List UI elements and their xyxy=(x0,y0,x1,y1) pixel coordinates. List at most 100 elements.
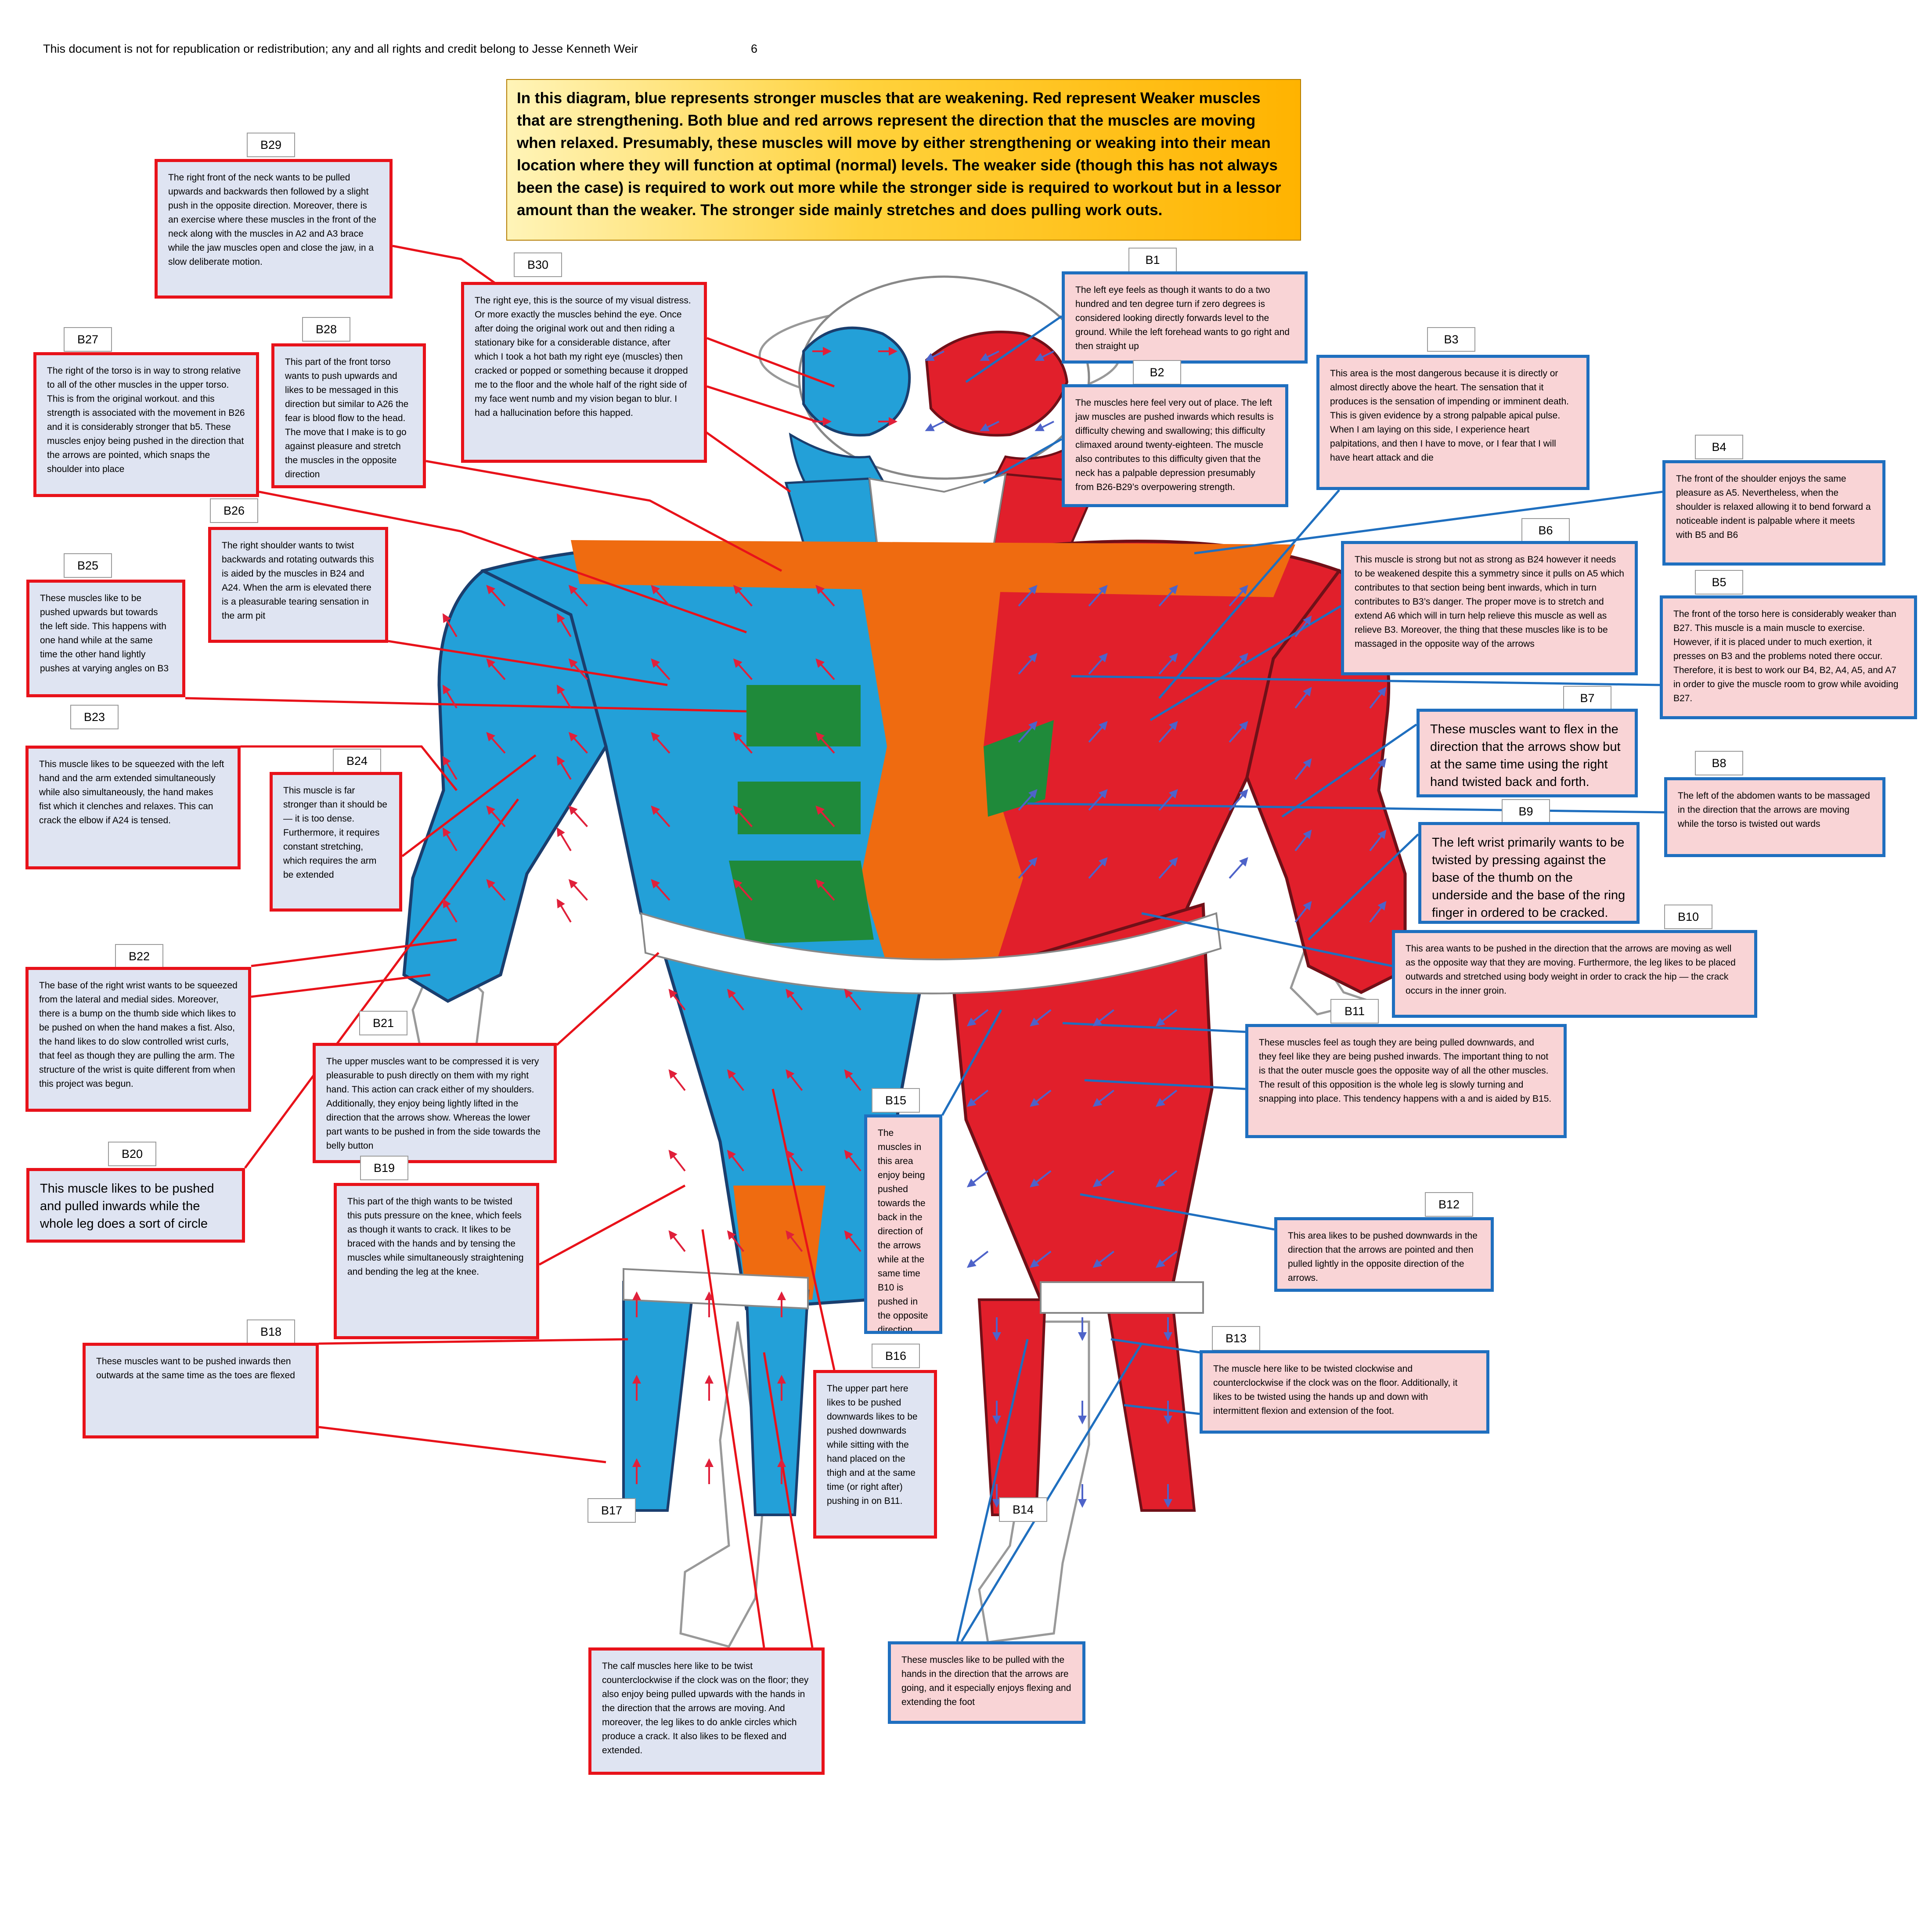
arrow-red-side-torso-11 xyxy=(1229,721,1248,743)
right-arm xyxy=(402,569,608,1003)
arrow-right-thigh-2 xyxy=(786,988,803,1011)
arrow-right-arm-7 xyxy=(556,827,572,851)
arrow-blue-side-torso-2 xyxy=(651,585,670,607)
tag-b27: B27 xyxy=(64,327,112,352)
arrow-blue-side-torso-20 xyxy=(486,879,506,901)
tag-b30: B30 xyxy=(514,252,562,277)
label-b11: These muscles feel as tough they are bei… xyxy=(1245,1024,1567,1138)
label-b29: The right front of the neck wants to be … xyxy=(155,159,393,299)
leader-line-b30-2 xyxy=(706,385,817,423)
arrow-right-thigh-1 xyxy=(727,988,744,1011)
arrow-red-side-torso-10 xyxy=(1158,721,1178,743)
leader-line-b3-34 xyxy=(1158,489,1340,699)
label-b4: The front of the shoulder enjoys the sam… xyxy=(1662,460,1885,566)
arrow-left-thigh-6 xyxy=(1092,1089,1114,1107)
arrow-right-thigh-15 xyxy=(844,1230,861,1252)
arrow-blue-side-torso-4 xyxy=(815,585,835,607)
arrow-blue-side-torso-5 xyxy=(486,658,506,680)
arrow-right-thigh-13 xyxy=(727,1230,744,1252)
arrow-red-side-torso-13 xyxy=(1088,789,1108,811)
label-b23: This muscle likes to be squeezed with th… xyxy=(25,746,241,869)
tag-b24: B24 xyxy=(333,749,381,773)
page-number: 6 xyxy=(751,42,758,55)
arrow-blue-side-torso-14 xyxy=(815,732,835,754)
arrow-left-thigh-11 xyxy=(1155,1170,1178,1188)
arrow-left-arm-3 xyxy=(1369,687,1387,709)
tag-b14: B14 xyxy=(999,1497,1047,1522)
tag-b10: B10 xyxy=(1664,905,1712,929)
arrow-left-thigh-15 xyxy=(1155,1251,1178,1268)
arrow-left-arm-7 xyxy=(1369,829,1387,851)
arrow-red-side-torso-0 xyxy=(1018,585,1038,607)
label-b30: The right eye, this is the source of my … xyxy=(461,282,707,463)
arrow-left-thigh-7 xyxy=(1155,1089,1178,1107)
arrow-right-thigh-4 xyxy=(668,1069,686,1091)
arrow-left-thigh-9 xyxy=(1030,1170,1052,1188)
leader-line-b13-23 xyxy=(1124,1404,1200,1415)
arrow-right-thigh-0 xyxy=(668,988,686,1011)
arrow-right-thigh-12 xyxy=(668,1230,686,1252)
arrow-right-arm-2 xyxy=(442,685,458,709)
tag-b19: B19 xyxy=(360,1156,408,1180)
leader-line-b7-30 xyxy=(1281,723,1417,818)
label-b5: The front of the torso here is considera… xyxy=(1660,595,1917,719)
arrow-right-thigh-8 xyxy=(668,1150,686,1171)
leader-line-b15-19 xyxy=(941,1009,1002,1116)
arrow-right-arm-4 xyxy=(442,756,458,780)
leader-line-b17-17 xyxy=(763,1352,814,1648)
arrow-right-thigh-7 xyxy=(844,1069,861,1091)
leader-line-b5-32 xyxy=(1071,675,1660,686)
arrow-right-thigh-11 xyxy=(844,1150,861,1171)
tag-b4: B4 xyxy=(1695,435,1743,459)
tag-b26: B26 xyxy=(210,498,258,523)
arrow-red-side-torso-4 xyxy=(1018,653,1038,675)
arrow-red-side-torso-1 xyxy=(1088,585,1108,607)
arrow-red-side-torso-2 xyxy=(1158,585,1178,607)
legend-banner: In this diagram, blue represents stronge… xyxy=(506,79,1301,241)
leader-line-b27-4 xyxy=(259,490,747,634)
tag-b22: B22 xyxy=(115,944,163,969)
leader-line-b14-20 xyxy=(956,1339,1029,1642)
label-b3: This area is the most dangerous because … xyxy=(1316,355,1590,490)
arrow-blue-side-torso-9 xyxy=(815,658,835,680)
tag-b7: B7 xyxy=(1563,686,1611,710)
arrow-blue-side-torso-1 xyxy=(568,585,588,607)
arrow-left-arm-5 xyxy=(1369,758,1387,780)
label-b15: The muscles in this area enjoy being pus… xyxy=(864,1114,942,1334)
leader-line-b14-21 xyxy=(960,1343,1143,1642)
arrow-right-arm-9 xyxy=(556,898,572,923)
right-leg xyxy=(622,933,924,1516)
arrow-left-thigh-1 xyxy=(1030,1009,1052,1027)
arrow-right-arm-3 xyxy=(556,685,572,709)
leader-line-b16-18 xyxy=(771,1089,836,1370)
leader-line-b1-36 xyxy=(965,315,1063,383)
tag-b21: B21 xyxy=(359,1011,407,1035)
arrow-left-eye-2 xyxy=(1034,350,1054,361)
label-b25: These muscles like to be pushed upwards … xyxy=(26,580,185,697)
tag-b23: B23 xyxy=(70,705,119,729)
arrow-left-eye-3 xyxy=(925,421,944,431)
arrow-red-side-torso-3 xyxy=(1229,585,1248,607)
arrow-blue-side-torso-7 xyxy=(651,658,670,680)
arrow-left-arm-6 xyxy=(1294,829,1312,851)
arrow-right-thigh-6 xyxy=(786,1069,803,1091)
arrow-right-thigh-5 xyxy=(727,1069,744,1091)
leader-line-b21-11 xyxy=(556,952,660,1046)
leader-line-b26-5 xyxy=(388,640,668,686)
tag-b8: B8 xyxy=(1695,751,1743,775)
arrow-blue-side-torso-19 xyxy=(815,805,835,827)
tag-b12: B12 xyxy=(1425,1192,1473,1217)
label-b7: These muscles want to flex in the direct… xyxy=(1417,709,1638,797)
label-b14: These muscles like to be pulled with the… xyxy=(888,1641,1085,1724)
arrow-left-thigh-4 xyxy=(966,1089,989,1107)
leader-line-b23-7 xyxy=(241,745,458,791)
arrow-red-side-torso-8 xyxy=(1018,721,1038,743)
arrow-left-thigh-5 xyxy=(1030,1089,1052,1107)
tag-b1: B1 xyxy=(1128,248,1177,272)
torso xyxy=(480,540,1341,979)
tag-b3: B3 xyxy=(1427,327,1475,352)
arrow-left-eye-4 xyxy=(980,421,999,431)
label-b12: This area likes to be pushed downwards i… xyxy=(1274,1217,1494,1292)
arrow-red-side-torso-17 xyxy=(1088,857,1108,879)
leader-line-b22-9 xyxy=(251,938,457,967)
